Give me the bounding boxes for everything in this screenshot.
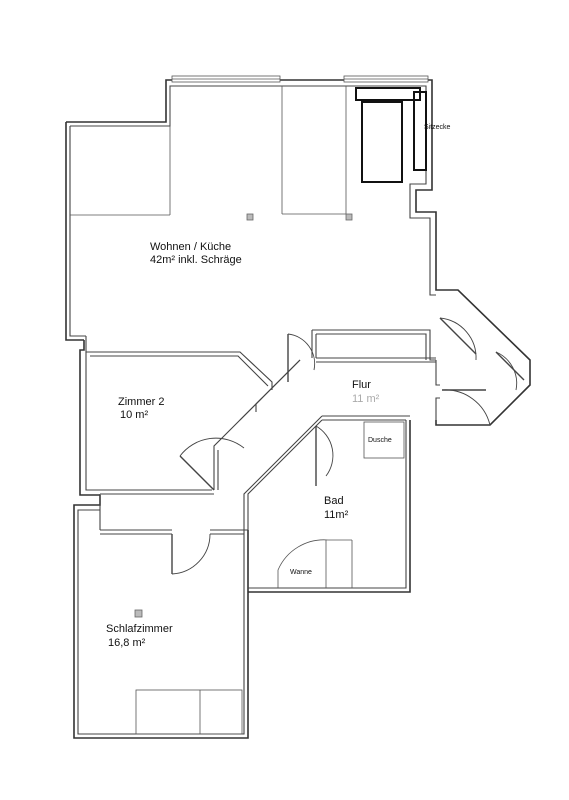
door-bath: [315, 425, 334, 486]
seating-corner: Sitzecke: [355, 87, 451, 183]
door-exterior-right: [495, 351, 525, 391]
living-room-name: Wohnen / Küche: [150, 241, 231, 253]
bedroom-name: Schlafzimmer: [106, 623, 173, 635]
door-living: [287, 333, 316, 382]
bath-fixtures: Dusche Wanne: [277, 421, 405, 588]
living-room-area: 42m² inkl. Schräge: [150, 254, 242, 266]
room2-name: Zimmer 2: [118, 396, 164, 408]
door-entry: [441, 389, 491, 426]
ceiling-light-icon: [246, 213, 254, 221]
doors: [171, 317, 525, 575]
tub-icon: [277, 539, 329, 588]
shower-label: Dusche: [368, 437, 392, 444]
bench-side: [413, 91, 427, 171]
bath-area: 11m²: [324, 509, 349, 521]
ceiling-light-icon: [345, 213, 353, 221]
bedroom-details: [134, 609, 243, 735]
hall-area: 11 m²: [352, 393, 380, 405]
bed-icon: [135, 689, 243, 735]
shower-icon: [363, 421, 405, 459]
seating-label: Sitzecke: [424, 124, 451, 131]
bench-top: [355, 87, 421, 101]
bath-name: Bad: [324, 495, 344, 507]
windows: [171, 75, 429, 83]
ceiling-light-icon: [134, 609, 143, 618]
table-icon: [361, 101, 403, 183]
bedroom-area: 16,8 m²: [108, 637, 146, 649]
room2-area: 10 m²: [120, 409, 148, 421]
door-upper-right: [439, 317, 477, 361]
tub-label: Wanne: [290, 569, 312, 576]
door-bedroom: [171, 533, 211, 575]
hall-name: Flur: [352, 379, 371, 391]
interior-walls: [85, 329, 440, 535]
room-labels: Wohnen / Küche 42m² inkl. Schräge Zimmer…: [106, 241, 380, 649]
door-room2: [179, 437, 245, 491]
living-room-details: [70, 86, 353, 221]
